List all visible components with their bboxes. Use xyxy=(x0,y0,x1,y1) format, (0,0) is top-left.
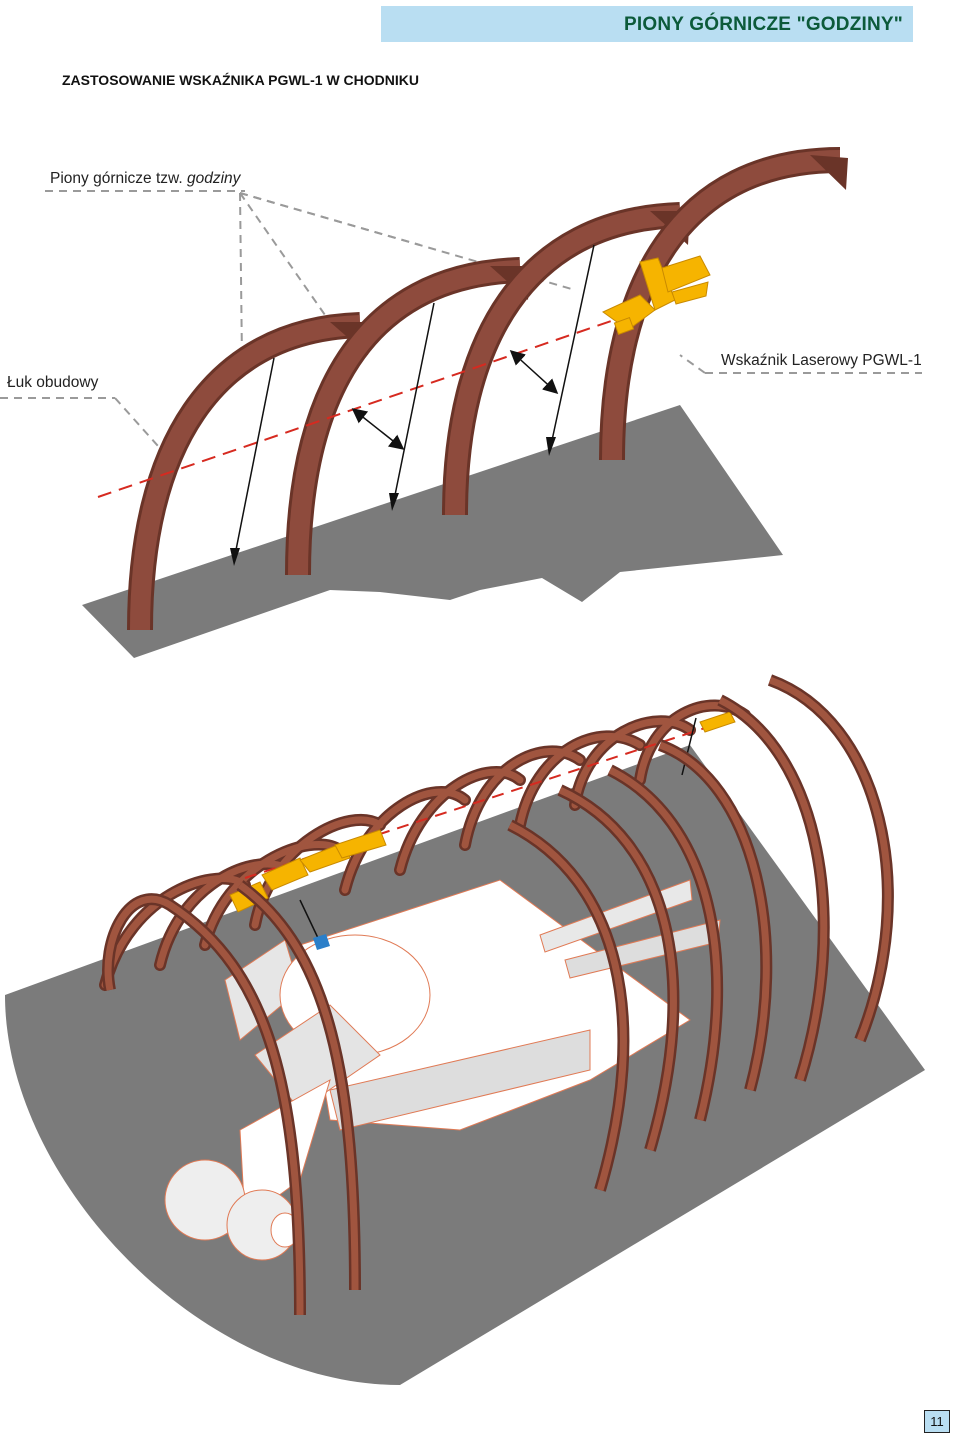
plumb-bob-weights xyxy=(230,437,556,566)
arches-with-plumb-bobs-diagram xyxy=(0,147,922,658)
page-number: 11 xyxy=(924,1410,950,1433)
mining-machine xyxy=(164,879,721,1261)
callout-piony-italic: godziny xyxy=(186,170,241,187)
steel-arch-4 xyxy=(599,147,848,461)
laser-receiver-target xyxy=(313,934,330,950)
page-title: PIONY GÓRNICZE "GODZINY" xyxy=(624,14,903,35)
laser-indicator-device xyxy=(602,255,711,336)
callout-wskaznik-laserowy: Wskaźnik Laserowy PGWL-1 xyxy=(721,352,922,369)
gallery-floor xyxy=(82,405,783,658)
distance-arrows xyxy=(351,349,559,450)
callout-luk-obudowy: Łuk obudowy xyxy=(7,374,99,391)
section-subtitle: ZASTOSOWANIE WSKAŹNIKA PGWL-1 W CHODNIKU xyxy=(62,72,419,88)
callout-leader-lines xyxy=(0,190,922,447)
plumb-bobs xyxy=(234,244,595,556)
gallery-plumb-lines xyxy=(299,717,697,939)
front-arches xyxy=(102,674,894,1316)
header-band: PIONY GÓRNICZE "GODZINY" xyxy=(381,6,913,42)
callout-piony: Piony górnicze tzw. godziny xyxy=(50,170,240,188)
laser-beam xyxy=(97,317,621,498)
gallery-with-machine-diagram xyxy=(5,674,925,1385)
callout-piony-label: Piony górnicze tzw. xyxy=(50,170,187,187)
